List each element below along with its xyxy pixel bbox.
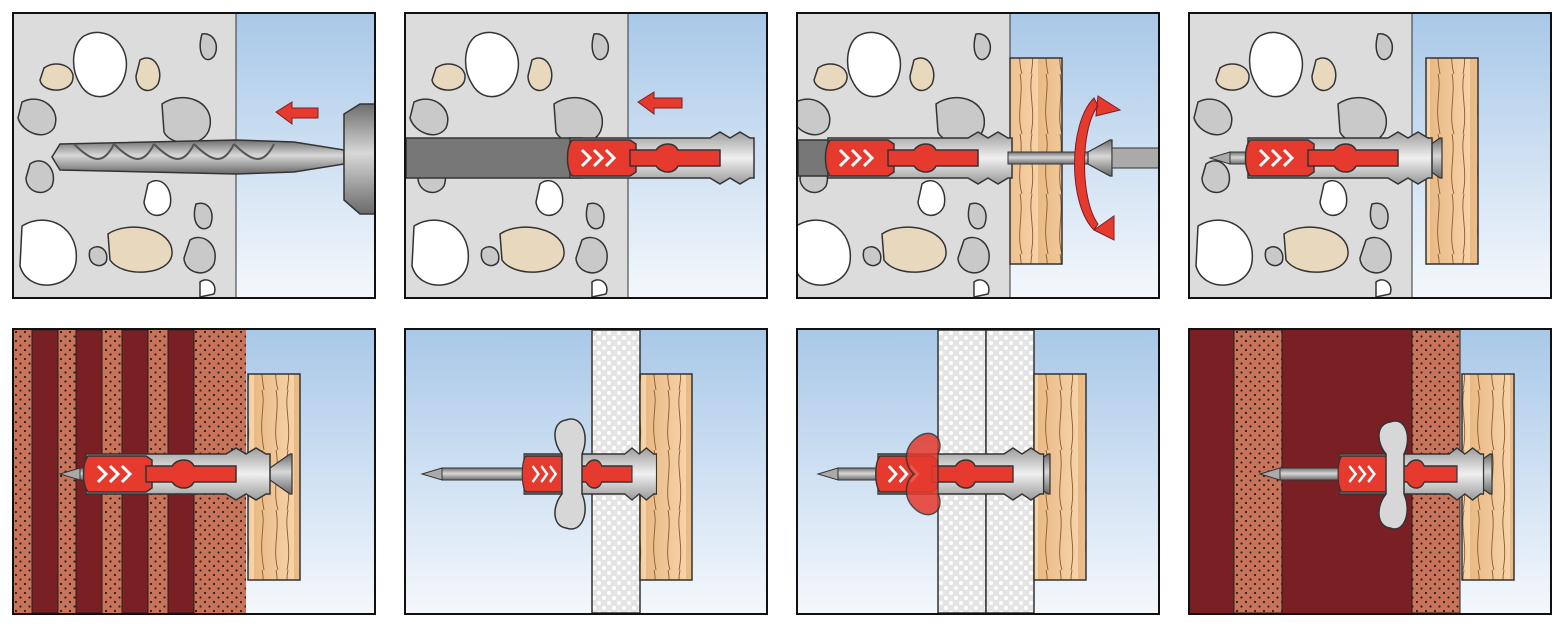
panel-2-svg: [406, 14, 766, 297]
panel-1-drill: [12, 12, 376, 299]
panel-4-fixed: [1188, 12, 1552, 299]
panel-7-svg: [798, 330, 1158, 613]
panel-2-insert-plug: [404, 12, 768, 299]
panel-5-svg: [14, 330, 374, 613]
panel-8-hollow-brick: [1188, 328, 1552, 615]
rotation-arrow-icon: [1074, 95, 1122, 241]
panel-5-perforated-brick: [12, 328, 376, 615]
dowel-plug-icon: [874, 446, 1046, 502]
panel-1-svg: [14, 14, 374, 297]
panel-8-svg: [1190, 330, 1550, 613]
arrow-left-icon: [637, 91, 683, 115]
panel-3-screw-in: [796, 12, 1160, 299]
dowel-plug-icon: [82, 446, 272, 502]
dowel-plug-icon: [1336, 446, 1486, 502]
dowel-plug-icon: [520, 446, 658, 502]
panel-6-plasterboard: [404, 328, 768, 615]
arrow-left-icon: [275, 101, 319, 125]
panel-4-svg: [1190, 14, 1550, 297]
panel-6-svg: [406, 330, 766, 613]
dowel-plug-icon: [566, 130, 756, 186]
drill-bit-icon: [51, 103, 374, 215]
dowel-plug-icon: [824, 130, 1014, 186]
screw-icon: [1007, 139, 1158, 177]
panel-7-double-plasterboard: [796, 328, 1160, 615]
dowel-plug-icon: [1244, 130, 1434, 186]
panel-3-svg: [798, 14, 1158, 297]
